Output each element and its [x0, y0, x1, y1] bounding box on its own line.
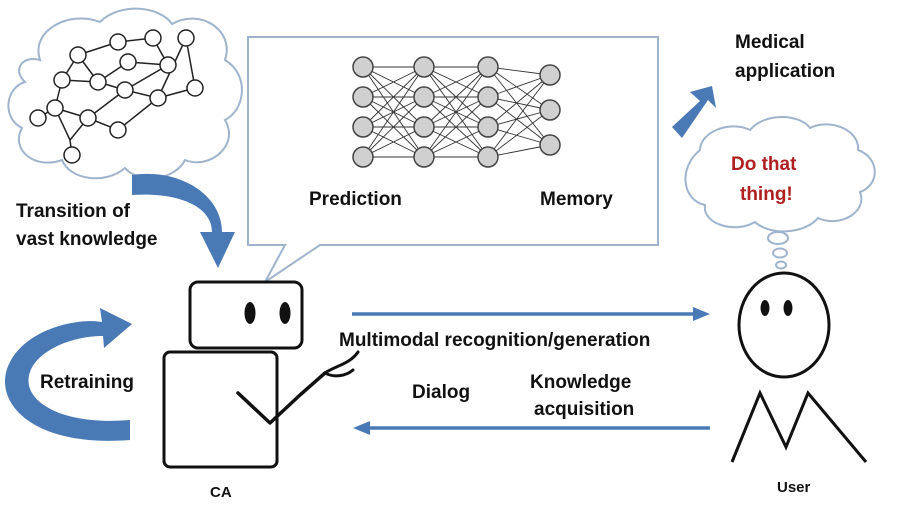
nn-node [352, 116, 374, 138]
nn-node [539, 64, 561, 86]
nn-connection [423, 126, 489, 158]
nn-connection [487, 109, 551, 158]
nn-node [477, 116, 499, 138]
nn-connection [423, 66, 489, 128]
user-figure [730, 271, 868, 463]
user-right-eye [783, 300, 793, 316]
label-memory: Memory [540, 189, 613, 210]
nn-connection [487, 66, 551, 146]
nn-connection [362, 96, 425, 158]
knowledge-graph [29, 29, 204, 164]
nn-connection [362, 66, 425, 128]
medical-arrow [672, 86, 716, 138]
label-thought-line2: thing! [740, 184, 793, 205]
nn-node [352, 56, 374, 78]
nn-connection [487, 66, 551, 111]
ca-robot [162, 280, 360, 469]
thought-cloud [684, 116, 876, 270]
label-dialog: Dialog [412, 382, 470, 403]
label-medical-line2: application [735, 61, 835, 82]
transition-arrow [132, 173, 235, 268]
user-body [730, 389, 868, 463]
nn-node [413, 116, 435, 138]
user-left-eye [760, 300, 770, 316]
nn-connection [487, 126, 551, 146]
nn-node [352, 86, 374, 108]
label-knowledge-line2: acquisition [534, 399, 634, 420]
nn-connection [487, 96, 551, 146]
nn-node [539, 134, 561, 156]
nn-node [477, 146, 499, 168]
retraining-arrow [5, 308, 132, 441]
nn-connection [362, 66, 425, 98]
nn-connection [423, 96, 489, 158]
nn-node [352, 146, 374, 168]
nn-connection [423, 66, 489, 158]
nn-node [413, 56, 435, 78]
robot-left-eye [244, 302, 256, 324]
label-multimodal: Multimodal recognition/generation [339, 330, 650, 351]
nn-connection [487, 74, 551, 128]
label-thought-line1: Do that [731, 154, 797, 175]
nn-node [477, 56, 499, 78]
label-transition-line2: vast knowledge [16, 229, 158, 250]
nn-connection [362, 66, 425, 158]
label-transition-line1: Transition of [16, 201, 131, 222]
label-retraining: Retraining [40, 372, 134, 393]
robot-arm [236, 371, 327, 425]
nn-node [539, 99, 561, 121]
nn-node [413, 86, 435, 108]
arrow-to-user [352, 307, 710, 321]
label-knowledge-line1: Knowledge [530, 372, 631, 393]
nn-connection [487, 74, 551, 158]
nn-node [413, 146, 435, 168]
nn-connection [487, 74, 551, 98]
user-head [737, 271, 831, 379]
robot-hand [323, 350, 360, 378]
arrow-to-ca [353, 421, 710, 435]
neural-network [352, 56, 561, 168]
label-medical-line1: Medical [735, 32, 805, 53]
label-user: User [777, 479, 811, 496]
label-ca: CA [210, 484, 232, 501]
robot-right-eye [279, 302, 291, 324]
robot-body [162, 350, 279, 469]
nn-node [477, 86, 499, 108]
label-prediction: Prediction [309, 189, 402, 210]
nn-connection [423, 66, 489, 98]
speech-bubble [247, 36, 659, 283]
nn-connection [362, 126, 425, 158]
